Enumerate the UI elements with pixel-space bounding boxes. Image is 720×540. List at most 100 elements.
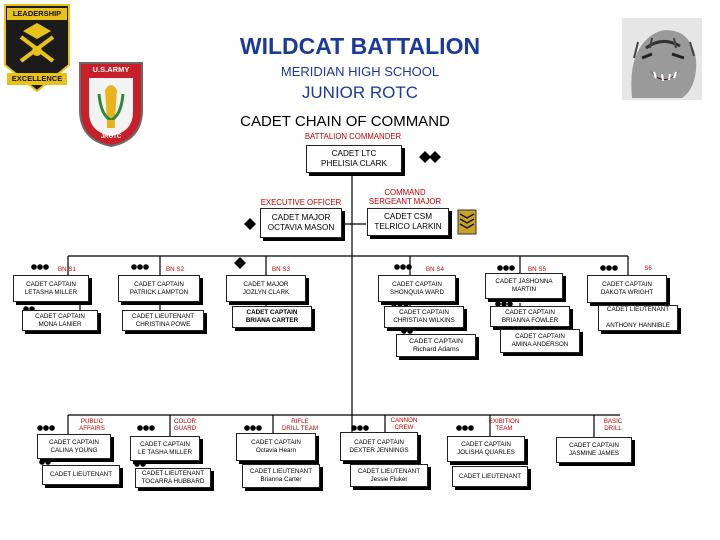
leader-text: CADET MAJOR JOZLYN CLARK bbox=[242, 280, 290, 296]
rank-dot-icon bbox=[143, 425, 149, 431]
rank-dot-icon bbox=[462, 425, 468, 431]
rank-dot-icon bbox=[43, 264, 49, 270]
leadership-excellence-logo: LEADERSHIP EXCELLENCE bbox=[3, 3, 71, 93]
team-leader-cannon-crew[interactable]: CADET CAPTAIN DEXTER JENNINGS bbox=[340, 432, 418, 461]
leader-text: CADET CAPTAIN SHONQUIA WARD bbox=[390, 280, 444, 296]
rank-dot-icon bbox=[37, 425, 43, 431]
assistant-text: CADET LIEUTENANT CHRISTINA POWE bbox=[131, 312, 195, 328]
team-assistant-exhibition[interactable]: CADET LIEUTENANT bbox=[452, 466, 528, 487]
staff-label-s6: S6 bbox=[644, 265, 652, 272]
team-label-public-affairs: PUBLIC AFFAIRS bbox=[79, 418, 105, 432]
staff-leader-s6[interactable]: CADET CAPTAIN DAKOTA WRIGHT bbox=[587, 275, 667, 303]
staff-leader-s1[interactable]: CADET CAPTAIN LETASHA MILLER bbox=[13, 275, 89, 302]
rank-dot-icon bbox=[456, 425, 462, 431]
assistant-text: CADET CAPTAIN BRIANA CARTER bbox=[245, 309, 299, 324]
rank-dot-icon bbox=[407, 328, 413, 334]
leader-text: CADET JASHONNA MARTIN bbox=[495, 278, 553, 293]
command-sergeant-major-box[interactable]: CADET CSM TELRICO LARKIN bbox=[367, 208, 449, 236]
staff-label-s3: BN S3 bbox=[272, 266, 290, 273]
staff-assistant-s5-2[interactable]: CADET CAPTAIN AMINA ANDERSON bbox=[500, 329, 580, 353]
staff-leader-s2[interactable]: CADET CAPTAIN PATRICK LAMPTON bbox=[118, 275, 200, 302]
rank-dot-icon bbox=[606, 265, 612, 271]
leader-text: CADET CAPTAIN DEXTER JENNINGS bbox=[349, 438, 409, 454]
team-label-color-guard: COLOR GUARD bbox=[173, 418, 197, 432]
rank-dot-icon bbox=[143, 264, 149, 270]
team-leader-basic-drill[interactable]: CADET CAPTAIN JASMINE JAMES bbox=[556, 437, 632, 463]
team-leader-rifle-drill[interactable]: CADET CAPTAIN Octavia Hearn bbox=[236, 433, 316, 461]
leader-text: CADET CAPTAIN LETASHA MILLER bbox=[24, 280, 78, 296]
leader-text: CADET CAPTAIN DAKOTA WRIGHT bbox=[600, 281, 654, 296]
staff-assistant-s6[interactable]: CADET LIEUTENANT ANTHONY HANNIBLE bbox=[598, 305, 678, 331]
staff-assistant-s5-1[interactable]: CADET CAPTAIN BRIANNA FOWLER bbox=[490, 306, 570, 327]
rank-dot-icon bbox=[134, 461, 140, 467]
team-assistant-color-guard[interactable]: CADET LIEUTENANT TOCARRA HUBBARD bbox=[135, 468, 211, 488]
rank-dot-icon bbox=[45, 459, 51, 465]
xo-name: OCTAVIA MASON bbox=[267, 223, 335, 232]
staff-leader-s4[interactable]: CADET CAPTAIN SHONQUIA WARD bbox=[378, 275, 456, 302]
leader-text: CADET CAPTAIN CALINA YOUNG bbox=[49, 438, 99, 454]
rank-dot-icon bbox=[351, 425, 357, 431]
battalion-commander-label: BATTALION COMMANDER bbox=[304, 132, 402, 141]
leader-text: CADET CAPTAIN JOLISHA QUARLES bbox=[457, 441, 515, 456]
wildcat-mascot-image bbox=[622, 18, 702, 100]
team-assistant-public-affairs[interactable]: CADET LIEUTENANT bbox=[42, 465, 120, 485]
army-text: U.S.ARMY bbox=[92, 65, 130, 74]
team-label-exhibition: EXIBITION TEAM bbox=[488, 418, 520, 432]
csm-name: TELRICO LARKIN bbox=[374, 222, 442, 231]
rank-dot-icon bbox=[137, 425, 143, 431]
team-leader-public-affairs[interactable]: CADET CAPTAIN CALINA YOUNG bbox=[37, 434, 111, 459]
staff-assistant-s4-2[interactable]: CADET CAPTAIN Richard Adams bbox=[396, 334, 476, 357]
team-assistant-rifle-drill[interactable]: CADET LIEUTENANT Brianna Carter bbox=[242, 464, 320, 488]
rank-dot-icon bbox=[39, 459, 45, 465]
diamond-marker-icon bbox=[419, 151, 431, 163]
assistant-text: CADET LIEUTENANT TOCARRA HUBBARD bbox=[141, 470, 205, 485]
xo-rank: CADET MAJOR bbox=[271, 213, 331, 222]
army-jrotc-logo: U.S.ARMY JROTC bbox=[77, 60, 145, 148]
assistant-text: CADET CAPTAIN BRIANNA FOWLER bbox=[501, 308, 559, 324]
rank-dot-icon bbox=[363, 425, 369, 431]
executive-officer-box[interactable]: CADET MAJOR OCTAVIA MASON bbox=[260, 208, 342, 238]
leader-text: CADET CAPTAIN LE TASHA MILLER bbox=[137, 440, 192, 456]
team-assistant-cannon-crew[interactable]: CADET LIEUTENANT Jessie Fluker bbox=[350, 464, 428, 487]
rank-dot-icon bbox=[600, 265, 606, 271]
rank-dot-icon bbox=[43, 425, 49, 431]
rank-dot-icon bbox=[49, 425, 55, 431]
rank-dot-icon bbox=[401, 328, 407, 334]
staff-assistant-s2[interactable]: CADET LIEUTENANT CHRISTINA POWE bbox=[122, 310, 204, 331]
leader-text: CADET CAPTAIN Octavia Hearn bbox=[251, 439, 301, 454]
assistant-text: CADET LIEUTENANT Jessie Fluker bbox=[357, 467, 421, 483]
team-label-cannon-crew: CANNON CREW bbox=[390, 417, 418, 431]
staff-assistant-s4-1[interactable]: CADET CAPTAIN CHRISTIAN WILKINS bbox=[384, 306, 464, 328]
rank-dot-icon bbox=[406, 264, 412, 270]
staff-leader-s5[interactable]: CADET JASHONNA MARTIN bbox=[485, 273, 563, 299]
rank-dot-icon bbox=[509, 265, 515, 271]
leader-text: CADET CAPTAIN PATRICK LAMPTON bbox=[129, 280, 189, 296]
rank-dot-icon bbox=[250, 425, 256, 431]
staff-label-s4: BN S4 bbox=[426, 266, 444, 273]
commander-name: PHELISIA CLARK bbox=[321, 159, 387, 168]
rank-dot-icon bbox=[31, 264, 37, 270]
rank-dot-icon bbox=[244, 425, 250, 431]
csm-rank: CADET CSM bbox=[383, 212, 433, 221]
staff-label-s1: BN S1 bbox=[58, 266, 76, 273]
staff-assistant-s1[interactable]: CADET CAPTAIN MONA LANIER bbox=[22, 310, 98, 331]
team-leader-exhibition[interactable]: CADET CAPTAIN JOLISHA QUARLES bbox=[447, 436, 525, 462]
rank-dot-icon bbox=[503, 265, 509, 271]
rank-dot-icon bbox=[501, 301, 507, 307]
command-sergeant-major-label: COMMAND SERGEANT MAJOR bbox=[368, 188, 442, 206]
staff-leader-s3[interactable]: CADET MAJOR JOZLYN CLARK bbox=[226, 275, 306, 302]
team-label-basic-drill: BASIC DRILL bbox=[603, 418, 623, 432]
assistant-text: CADET LIEUTENANT bbox=[49, 471, 113, 478]
staff-assistant-s3[interactable]: CADET CAPTAIN BRIANA CARTER bbox=[232, 306, 312, 328]
csm-insignia-icon bbox=[457, 209, 477, 235]
commander-rank: CADET LTC bbox=[331, 149, 377, 158]
rank-dot-icon bbox=[137, 264, 143, 270]
program-name: JUNIOR ROTC bbox=[301, 83, 419, 102]
rank-dot-icon bbox=[495, 301, 501, 307]
rank-dot-icon bbox=[357, 425, 363, 431]
team-leader-color-guard[interactable]: CADET CAPTAIN LE TASHA MILLER bbox=[130, 436, 200, 461]
page-title: WILDCAT BATTALION bbox=[239, 33, 481, 59]
assistant-text: CADET CAPTAIN CHRISTIAN WILKINS bbox=[393, 309, 455, 324]
rank-dot-icon bbox=[400, 264, 406, 270]
battalion-commander-box[interactable]: CADET LTC PHELISIA CLARK bbox=[306, 145, 402, 173]
